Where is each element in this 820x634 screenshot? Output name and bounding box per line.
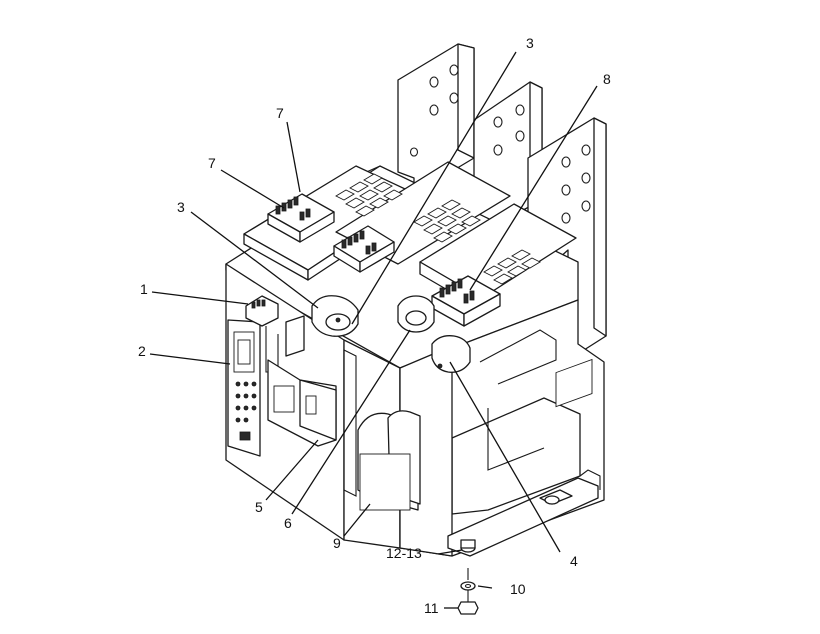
callout-7-lower: 7 — [208, 155, 216, 171]
washer — [460, 568, 476, 591]
callout-2: 2 — [138, 343, 146, 359]
callout-5: 5 — [255, 499, 263, 515]
callout-7-upper: 7 — [276, 105, 284, 121]
handle-left — [311, 295, 359, 337]
accessory-module — [267, 359, 337, 447]
handle-middle — [397, 295, 435, 333]
callout-6: 6 — [284, 515, 292, 531]
callout-1: 1 — [140, 281, 148, 297]
terminal-block-left — [267, 193, 335, 243]
terminal-block-middle — [333, 225, 395, 273]
callout-3-top: 3 — [526, 35, 534, 51]
callout-4: 4 — [570, 553, 578, 569]
leader-lines — [149, 51, 598, 609]
callout-8: 8 — [603, 71, 611, 87]
callout-11: 11 — [424, 600, 439, 616]
callout-3-left: 3 — [177, 199, 185, 215]
motor-operator — [343, 349, 421, 511]
callout-12-13: 12-13 — [386, 545, 422, 561]
callout-10: 10 — [510, 581, 526, 597]
nut — [457, 590, 479, 615]
trip-unit-panel — [227, 295, 305, 457]
mounting-bracket — [447, 469, 601, 557]
handle-right — [431, 335, 471, 373]
callout-labels: 7 7 3 3 8 1 2 5 6 9 4 12-13 10 11 — [138, 35, 611, 616]
callout-9: 9 — [333, 535, 341, 551]
